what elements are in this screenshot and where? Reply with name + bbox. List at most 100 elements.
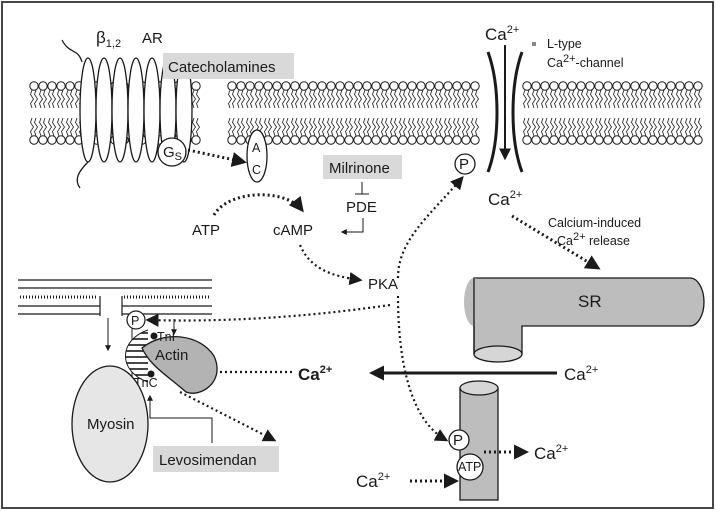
l-type-channel [486,51,524,173]
lipid-tail [613,89,617,109]
lipid-tail [595,117,599,137]
lipid-tail [30,117,34,137]
lipid-head [425,135,435,145]
lipid-tail [466,89,470,109]
lipid-tail [559,89,563,109]
lipid-tail [286,89,290,109]
lipid-head [434,135,444,145]
lipid-tail [313,117,317,137]
lipid-tail [644,89,648,109]
ca-free-label: Ca2+ [356,471,390,491]
lipid-tail [304,117,308,137]
atp-label: ATP [192,222,220,239]
lipid-tail [653,89,657,109]
lipid-head [540,135,550,145]
beta-adrenergic-receptor [61,39,193,189]
lipid-head [380,81,390,91]
lipid-head [371,81,381,91]
lipid-head [666,81,676,91]
lipid-tail [318,89,322,109]
lipid-head [191,135,201,145]
lipid-tail [363,117,367,137]
lipid-tail [408,89,412,109]
milrinone-inhibition [355,182,369,195]
lipid-tail [336,89,340,109]
lipid-tail [363,89,367,109]
lipid-head [675,135,685,145]
lipid-tail [426,89,430,109]
tni-dot [150,332,158,340]
lipid-head [344,81,354,91]
lipid-head [657,135,667,145]
lipid-tail [667,117,671,137]
lipid-head [549,135,559,145]
lipid-head [470,135,480,145]
lipid-head [38,81,48,91]
lipid-tail [34,89,38,109]
lipid-head [630,135,640,145]
lipid-tail [399,117,403,137]
troponin-ca-release-arrow [179,391,277,442]
lipid-head [452,81,462,91]
myosin-shape [71,365,149,483]
lipid-tail [685,117,689,137]
lipid-head [693,81,703,91]
lipid-tail [327,117,331,137]
lipid-tail [403,117,407,137]
lipid-tail [70,89,74,109]
lipid-tail [626,89,630,109]
lipid-tail [412,89,416,109]
lipid-tail [381,117,385,137]
lipid-head [281,81,291,91]
receptor-beta-label: β1,2 [96,28,121,50]
lipid-head [531,81,541,91]
milrinone-label: Milrinone [329,160,390,177]
lipid-tail [412,117,416,137]
lipid-head [452,135,462,145]
lipid-tail [554,117,558,137]
lipid-tail [354,117,358,137]
lipid-head [657,81,667,91]
lipid-tail [532,117,536,137]
lipid-tail [345,89,349,109]
lipid-head [56,81,66,91]
lipid-head [308,81,318,91]
lipid-tail [680,117,684,137]
sarcomere-filaments [18,279,212,316]
lipid-head [389,135,399,145]
lipid-tail [586,117,590,137]
lipid-tail [568,117,572,137]
pka-label: PKA [368,276,398,293]
lipid-head [567,81,577,91]
lipid-tail [698,117,702,137]
lipid-tail [475,117,479,137]
lipid-tail [331,89,335,109]
lipid-tail [66,117,70,137]
lipid-tail [604,89,608,109]
lipid-tail [662,89,666,109]
lipid-tail [577,89,581,109]
lipid-tail [439,89,443,109]
lipid-tail [448,117,452,137]
lipid-tail [462,117,466,137]
lipid-head [684,81,694,91]
lipid-head [254,81,264,91]
lipid-tail [264,117,268,137]
pde-to-camp-arrow [340,218,364,235]
lipid-tail [572,117,576,137]
ca-sr-label: Ca2+ [564,364,598,384]
lipid-tail [318,117,322,137]
lipid-head [281,135,291,145]
lipid-head [38,135,48,145]
lipid-head [576,81,586,91]
lipid-head [56,135,66,145]
lipid-tail [694,117,698,137]
catecholamines-box [163,53,294,79]
lipid-tail [689,117,693,137]
lipid-tail [475,89,479,109]
lipid-tail [75,89,79,109]
lipid-tail [246,89,250,109]
lipid-tail [237,117,241,137]
lipid-head [245,81,255,91]
